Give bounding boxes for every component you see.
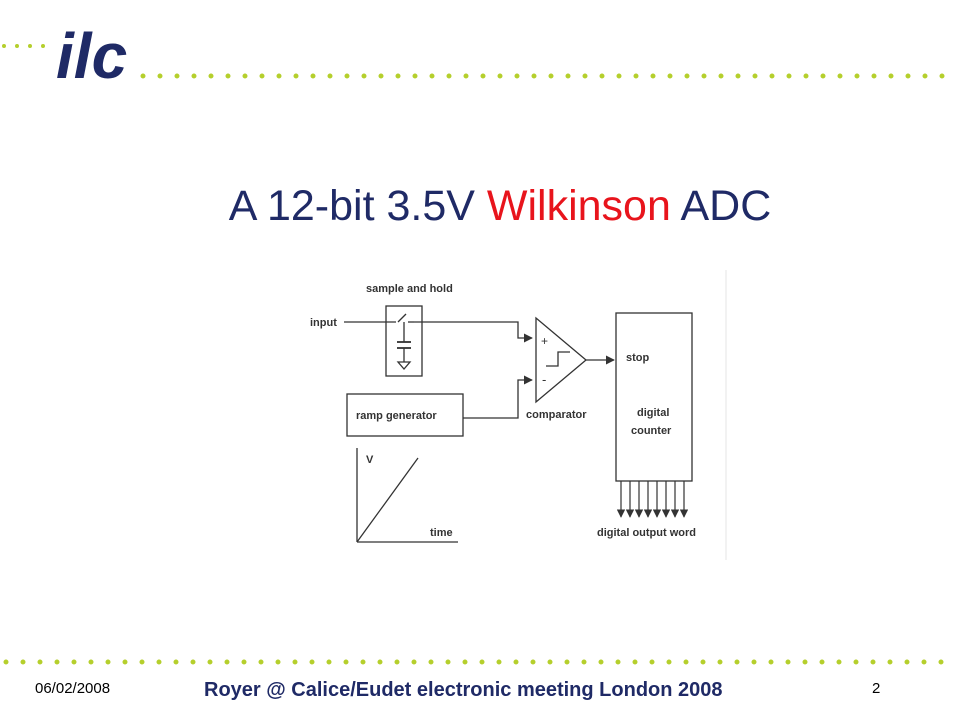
sample-and-hold-box xyxy=(385,305,423,377)
slide-title: A 12-bit 3.5V Wilkinson ADC xyxy=(0,182,960,231)
comparator-minus: - xyxy=(542,372,546,387)
ramp-generator-label: ramp generator xyxy=(356,410,437,422)
counter-digital-label: digital xyxy=(637,407,669,419)
ramp-graph-v-label: V xyxy=(366,454,374,466)
ilc-logo: ilc xyxy=(56,20,127,90)
comparator-label: comparator xyxy=(526,409,587,421)
ramp-to-comparator-wire xyxy=(463,375,533,419)
logo-dotted-rule xyxy=(2,44,58,48)
counter-counter-label: counter xyxy=(631,425,672,437)
comparator-plus: + xyxy=(541,334,548,348)
comparator-triangle xyxy=(535,316,588,404)
digital-counter-box xyxy=(615,312,693,482)
input-label: input xyxy=(310,317,337,329)
ramp-generator-box xyxy=(346,393,464,437)
title-prefix: A 12-bit 3.5V xyxy=(228,182,487,230)
bottom-dotted-rule xyxy=(3,659,960,665)
output-bit-arrows xyxy=(616,481,689,518)
footer-text: Royer @ Calice/Eudet electronic meeting … xyxy=(204,679,723,701)
ramp-graph-line xyxy=(356,457,419,543)
title-suffix: ADC xyxy=(670,182,772,230)
page-number: 2 xyxy=(872,680,881,697)
top-dotted-rule xyxy=(140,73,960,79)
digital-output-word-label: digital output word xyxy=(597,527,696,539)
sh-to-comparator-wire xyxy=(414,321,533,343)
wilkinson-adc-diagram: sample and hold input + - comparator ram… xyxy=(300,270,730,560)
footer-date: 06/02/2008 xyxy=(35,680,111,697)
sh-switch xyxy=(397,313,407,323)
sample-and-hold-label: sample and hold xyxy=(366,283,453,295)
ground-icon xyxy=(396,361,412,370)
comparator-step-icon xyxy=(546,351,570,367)
ilc-logo-text: ilc xyxy=(56,20,127,90)
title-highlight: Wilkinson xyxy=(486,182,671,230)
ramp-graph-time-label: time xyxy=(430,527,453,539)
counter-stop-label: stop xyxy=(626,352,650,364)
